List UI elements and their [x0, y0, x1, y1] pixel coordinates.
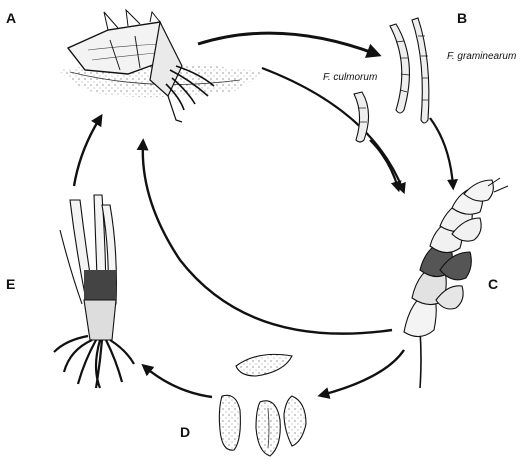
species-label-graminearum: F. graminearum	[447, 51, 516, 62]
arrow-a-to-c	[262, 68, 403, 190]
panel-label-b: B	[457, 10, 467, 26]
seedling-illustration	[54, 195, 134, 388]
species-label-culmorum: F. culmorum	[323, 72, 377, 83]
arrow-e-to-a	[74, 118, 100, 186]
arrow-d-to-e	[145, 367, 212, 397]
kernels-illustration	[219, 354, 306, 456]
arrow-b-to-c	[430, 118, 453, 186]
arrow-c-to-a	[143, 143, 392, 334]
arrow-a-to-b	[198, 33, 376, 54]
stem-residue-illustration	[58, 10, 262, 122]
panel-label-e: E	[6, 276, 15, 292]
panel-label-d: D	[180, 424, 190, 440]
arrow-culmorum-to-c	[370, 140, 398, 188]
panel-label-a: A	[6, 10, 16, 26]
panel-label-c: C	[488, 276, 498, 292]
arrow-c-to-d	[322, 350, 404, 395]
